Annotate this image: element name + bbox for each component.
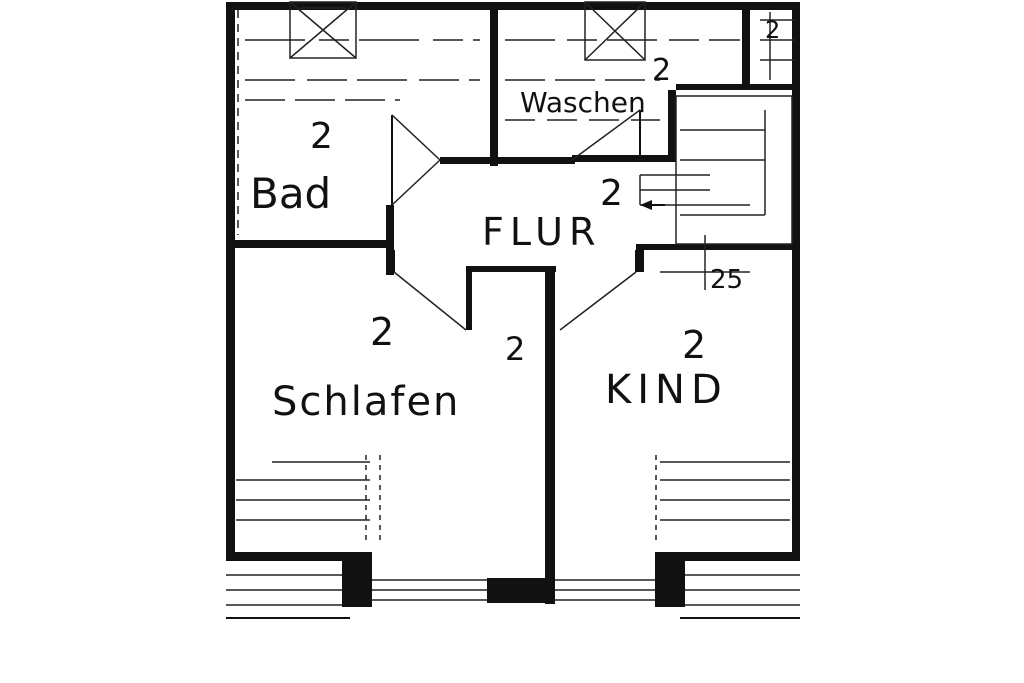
washroom-fixtures xyxy=(505,39,740,121)
dimension-marker: 25 xyxy=(660,235,750,295)
dimension-label: 25 xyxy=(710,265,743,295)
kind-level: 2 xyxy=(682,323,706,367)
outer-walls xyxy=(226,2,800,561)
window-bottom xyxy=(372,579,655,601)
closet-level: 2 xyxy=(765,16,780,44)
schlafen-furniture xyxy=(236,455,381,540)
schlafen-level: 2 xyxy=(370,310,394,354)
bathtub xyxy=(237,10,480,235)
door-waschen xyxy=(571,109,641,161)
window-top-left xyxy=(289,1,357,59)
bad-label: Bad xyxy=(250,169,331,218)
bad-level: 2 xyxy=(310,116,333,157)
staircase xyxy=(639,95,793,245)
flur-level: 2 xyxy=(600,173,623,214)
waschen-level: 2 xyxy=(652,53,671,88)
kind-furniture xyxy=(655,455,790,540)
door-kind xyxy=(559,250,637,331)
hallway-level: 2 xyxy=(505,330,525,368)
waschen-label: Waschen xyxy=(520,86,646,119)
door-bad xyxy=(391,114,441,206)
balcony-left xyxy=(226,574,350,619)
window-top-right xyxy=(584,1,646,61)
schlafen-label: Schlafen xyxy=(272,379,460,425)
door-schlafen xyxy=(393,250,467,331)
interior-walls xyxy=(226,10,800,607)
closet-fixture xyxy=(760,12,795,80)
balcony-right xyxy=(680,574,800,619)
flur-label: FLUR xyxy=(482,210,601,254)
kind-label: KIND xyxy=(605,367,728,413)
